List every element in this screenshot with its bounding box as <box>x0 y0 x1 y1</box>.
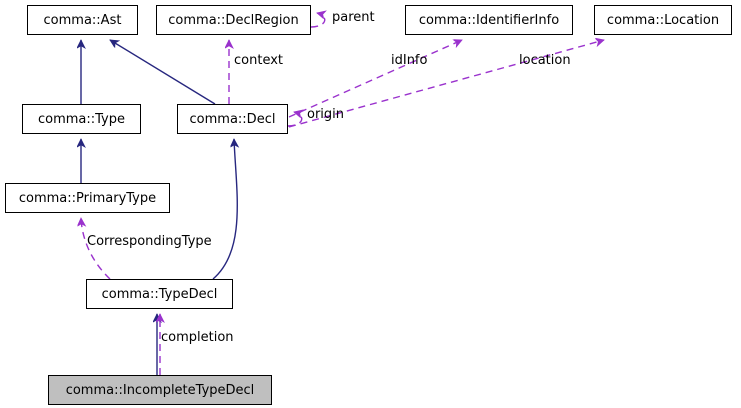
edge-typedecl-to-decl <box>212 139 237 280</box>
edge-label-location: location <box>519 53 571 68</box>
class-node-type[interactable]: comma::Type <box>22 104 141 134</box>
class-node-declregion[interactable]: comma::DeclRegion <box>156 5 311 35</box>
class-node-decl[interactable]: comma::Decl <box>177 104 288 134</box>
edge-label-correspondingtype: CorrespondingType <box>87 234 212 249</box>
class-node-typedecl[interactable]: comma::TypeDecl <box>86 279 233 309</box>
edge-declregion-self-parent <box>310 13 325 28</box>
edge-label-idinfo: idInfo <box>391 53 428 68</box>
class-node-primarytype[interactable]: comma::PrimaryType <box>5 183 170 213</box>
edge-decl-to-idinfo <box>288 40 462 118</box>
edge-label-origin: origin <box>307 107 345 122</box>
edge-decl-to-location <box>288 40 604 128</box>
edge-decl-to-ast <box>110 39 216 105</box>
class-node-location[interactable]: comma::Location <box>594 5 732 35</box>
edge-label-parent: parent <box>332 10 375 25</box>
edge-typedecl-to-primarytype <box>81 218 111 280</box>
edge-label-context: context <box>234 53 283 68</box>
class-node-incompletetypedecl[interactable]: comma::IncompleteTypeDecl <box>48 375 272 405</box>
class-node-identifierinfo[interactable]: comma::IdentifierInfo <box>405 5 573 35</box>
class-node-ast[interactable]: comma::Ast <box>27 5 138 35</box>
edge-label-completion: completion <box>161 330 234 345</box>
